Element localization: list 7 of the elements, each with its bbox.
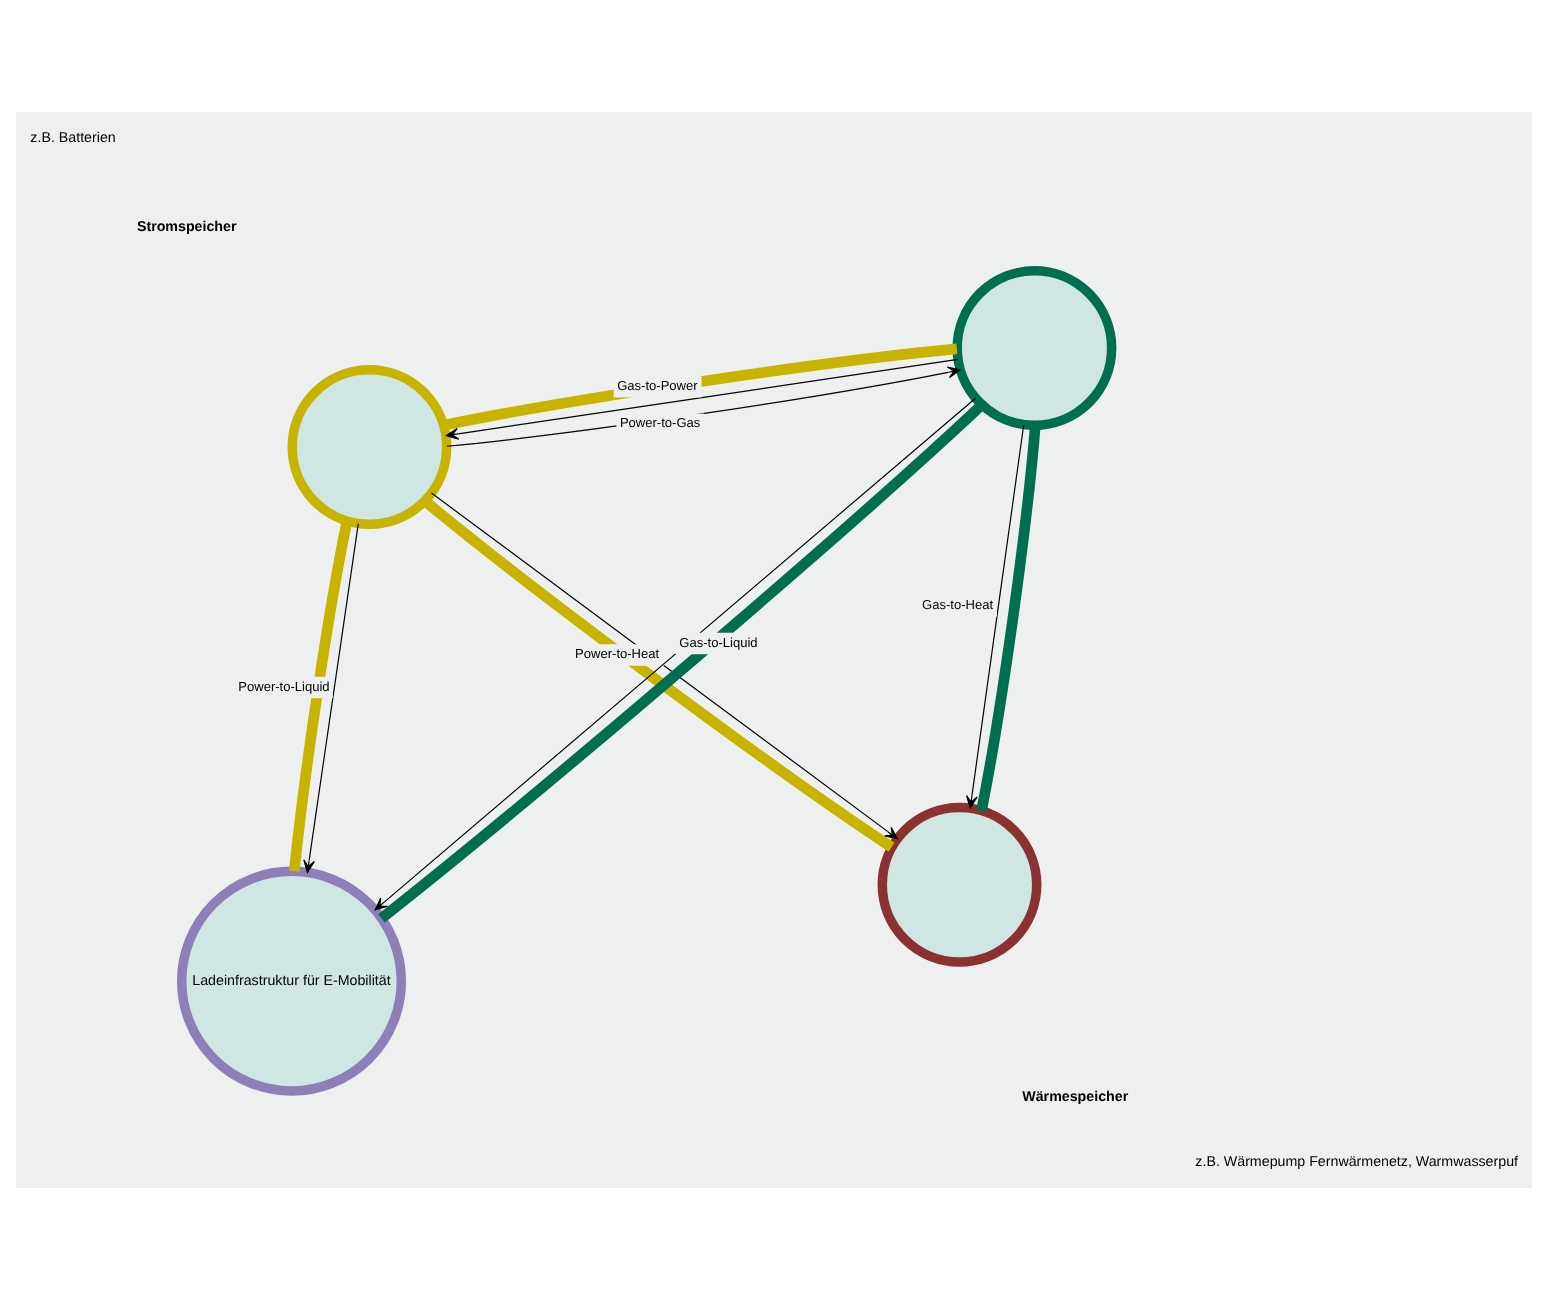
- arrow: [965, 423, 1025, 808]
- node-circle: [877, 801, 1042, 966]
- connector: [288, 519, 353, 871]
- node-circle: [952, 265, 1117, 429]
- connector: [976, 424, 1041, 811]
- node-circle: [287, 364, 452, 528]
- arrow: [303, 521, 359, 872]
